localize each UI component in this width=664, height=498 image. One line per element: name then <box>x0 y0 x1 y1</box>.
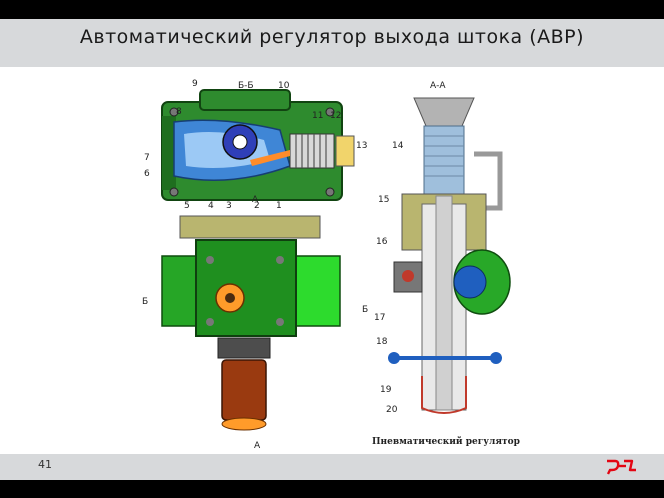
view-a-bottom-label: А <box>254 441 261 450</box>
callout-12: 12 <box>330 111 341 121</box>
page-number: 41 <box>38 458 52 471</box>
regulator-drawing: Б-Б 9 10 8 11 12 13 7 6 5 4 <box>142 79 520 450</box>
callout-11: 11 <box>312 111 323 121</box>
rzd-logo-icon <box>606 459 636 475</box>
footer-bar <box>0 454 664 480</box>
section-bb-view: Б-Б 9 10 8 11 12 13 7 6 5 4 <box>144 79 367 211</box>
callout-8: 8 <box>176 107 182 117</box>
bottom-black-bar <box>0 480 664 498</box>
callout-16: 16 <box>376 237 388 247</box>
callout-5: 5 <box>184 201 190 211</box>
mark-b-left-label: Б <box>142 297 148 307</box>
view-a-top-label: А <box>252 195 259 205</box>
callout-14: 14 <box>392 141 404 151</box>
title-bar <box>0 19 664 67</box>
callout-17: 17 <box>374 313 385 323</box>
callout-2: 2 <box>254 201 260 211</box>
callout-7: 7 <box>144 153 150 163</box>
callout-9: 9 <box>192 79 198 89</box>
callout-20: 20 <box>386 405 398 415</box>
callout-19: 19 <box>380 385 392 395</box>
callout-6: 6 <box>144 169 150 179</box>
mark-b-right-label: Б <box>362 305 368 315</box>
callout-3: 3 <box>226 201 232 211</box>
section-bb-label: Б-Б <box>238 81 254 91</box>
callout-1: 1 <box>276 201 282 211</box>
front-view: А Б Б А <box>142 195 368 450</box>
callout-4: 4 <box>208 201 214 211</box>
callout-13: 13 <box>356 141 367 151</box>
section-aa-label: А-А <box>430 81 446 91</box>
section-aa-view: А-А 14 15 16 17 18 19 20 Пневматический … <box>372 81 520 447</box>
callout-18: 18 <box>376 337 388 347</box>
callout-10: 10 <box>278 81 290 91</box>
top-black-bar <box>0 0 664 19</box>
slide-title: Автоматический регулятор выхода штока (А… <box>79 26 585 48</box>
callout-15: 15 <box>378 195 389 205</box>
figure-caption: Пневматический регулятор РВЗ <box>372 436 520 447</box>
